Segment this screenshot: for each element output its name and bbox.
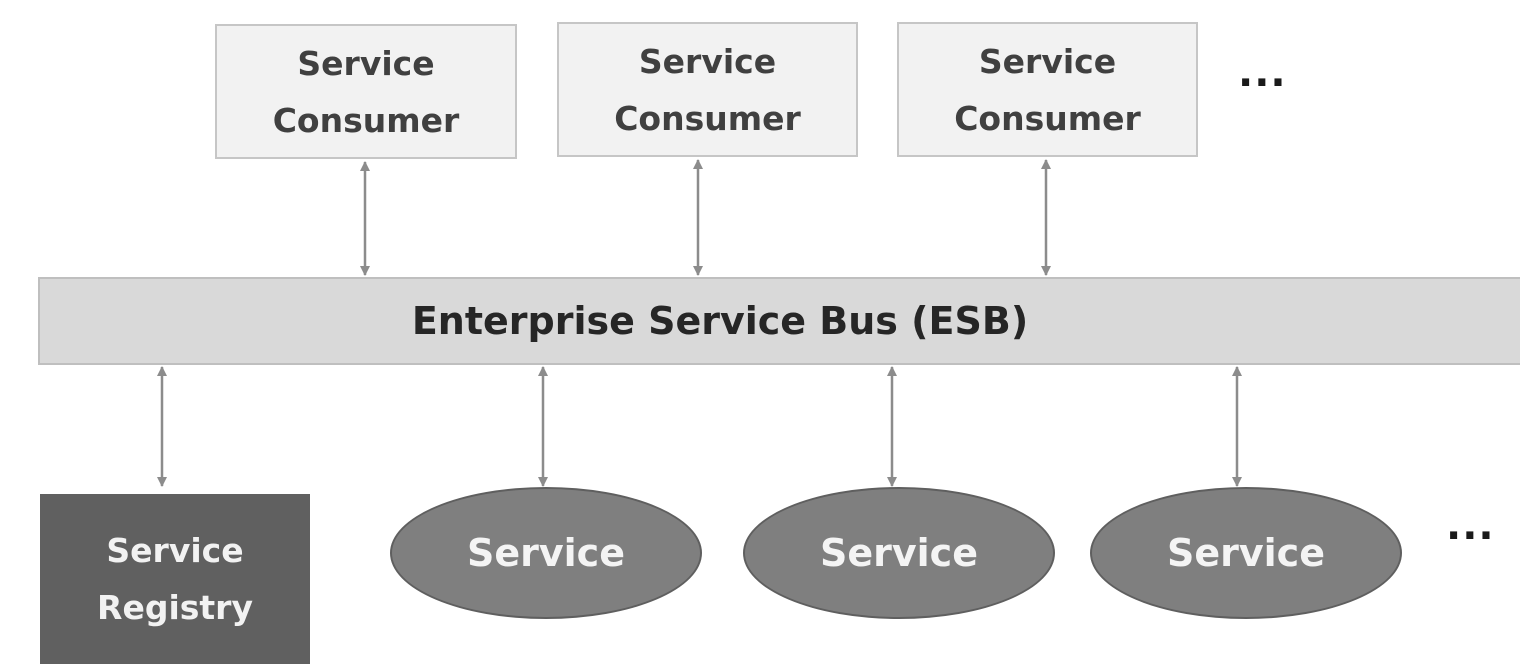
service-consumer-label-1: Service Consumer: [272, 43, 460, 140]
service-label-2: Service: [820, 531, 978, 575]
service-node-1: Service: [390, 487, 702, 619]
service-registry-box: Service Registry: [40, 494, 310, 664]
more-consumers-ellipsis: ...: [1238, 50, 1287, 96]
service-node-2: Service: [743, 487, 1055, 619]
service-consumer-box-3: Service Consumer: [897, 22, 1198, 157]
service-consumer-box-1: Service Consumer: [215, 24, 517, 159]
service-node-3: Service: [1090, 487, 1402, 619]
service-registry-label: Service Registry: [97, 531, 253, 627]
service-consumer-box-2: Service Consumer: [557, 22, 858, 157]
enterprise-service-bus: Enterprise Service Bus (ESB): [38, 277, 1520, 365]
service-label-1: Service: [467, 531, 625, 575]
service-label-3: Service: [1167, 531, 1325, 575]
service-consumer-label-2: Service Consumer: [614, 41, 801, 138]
esb-label: Enterprise Service Bus (ESB): [411, 299, 1029, 343]
more-services-ellipsis: ...: [1446, 503, 1495, 549]
service-consumer-label-3: Service Consumer: [954, 41, 1141, 138]
